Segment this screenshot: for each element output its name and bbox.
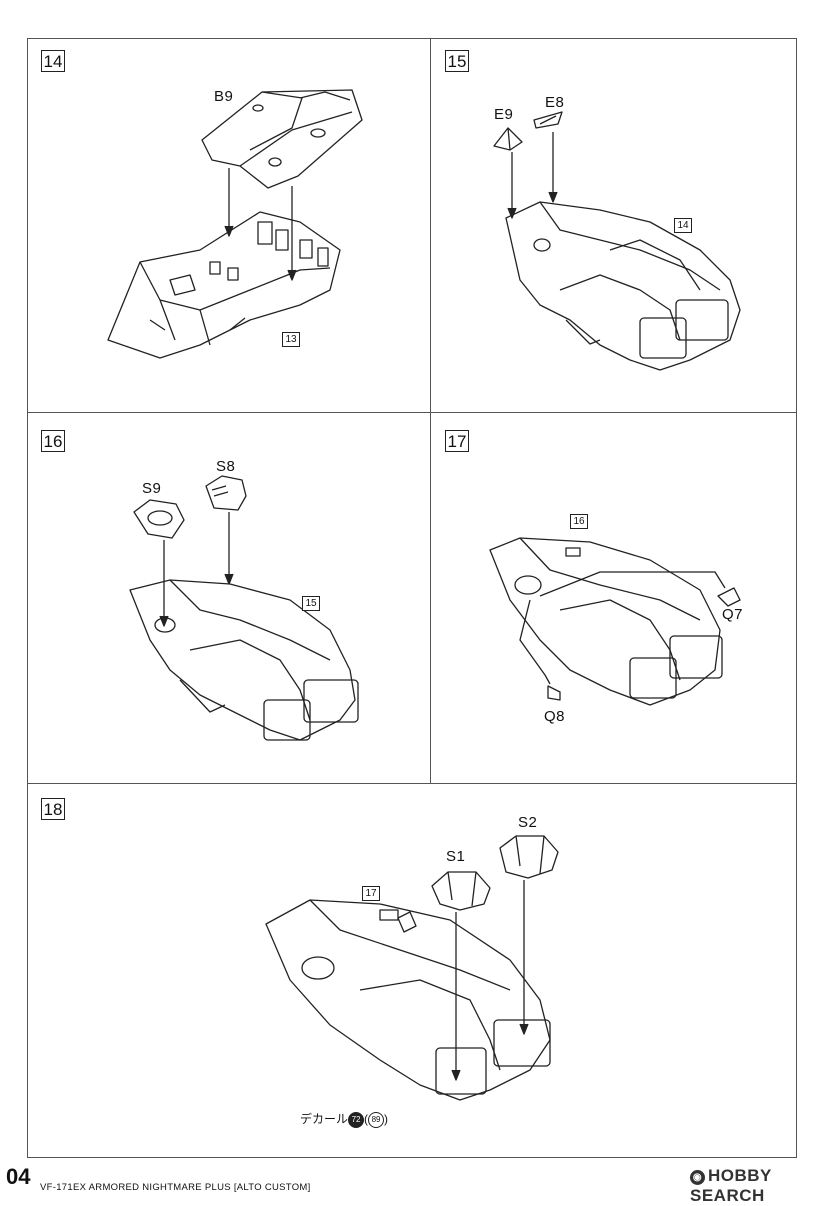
fuselage-step17-drawing bbox=[489, 537, 741, 706]
part-label-e8: E8 bbox=[545, 94, 565, 111]
ref-step-14: 14 bbox=[674, 218, 692, 233]
panel-divider-top bbox=[430, 38, 431, 783]
ref-step-16: 16 bbox=[570, 514, 588, 529]
decal-number-b: 89 bbox=[368, 1112, 385, 1128]
ref-step-17: 17 bbox=[362, 886, 380, 901]
watermark: ◉HOBBY SEARCH bbox=[690, 1166, 825, 1206]
ref-step-13: 13 bbox=[282, 332, 300, 347]
decal-number-a: 72 bbox=[348, 1112, 365, 1128]
decal-label: デカール bbox=[300, 1112, 349, 1126]
ref-step-15: 15 bbox=[302, 596, 320, 611]
part-label-s1: S1 bbox=[446, 848, 466, 865]
kit-title: VF-171EX ARMORED NIGHTMARE PLUS [ALTO CU… bbox=[40, 1182, 311, 1193]
step-number-16: 16 bbox=[41, 430, 65, 452]
fuselage-step16-drawing bbox=[129, 579, 359, 741]
part-label-s8: S8 bbox=[216, 458, 236, 475]
part-label-s2: S2 bbox=[518, 814, 538, 831]
fuselage-step18-drawing bbox=[265, 899, 551, 1101]
part-label-b9: B9 bbox=[214, 88, 234, 105]
parts-s1-s2-drawing bbox=[431, 835, 559, 1081]
step-number-18: 18 bbox=[41, 798, 65, 820]
fuselage-step15-drawing bbox=[505, 201, 741, 371]
part-label-e9: E9 bbox=[494, 106, 514, 123]
parts-e9-e8-drawing bbox=[493, 111, 563, 219]
hobby-search-logo-icon: ◉ bbox=[690, 1170, 705, 1185]
step-number-14: 14 bbox=[41, 50, 65, 72]
panel-frame-18 bbox=[27, 783, 797, 1158]
part-label-s9: S9 bbox=[142, 480, 162, 497]
part-label-q7: Q7 bbox=[722, 606, 744, 623]
arrows-step14 bbox=[224, 168, 297, 281]
step-number-15: 15 bbox=[445, 50, 469, 72]
parts-s9-s8-drawing bbox=[133, 475, 247, 627]
page-number: 04 bbox=[6, 1164, 31, 1189]
part-label-q8: Q8 bbox=[544, 708, 566, 725]
step-number-17: 17 bbox=[445, 430, 469, 452]
part-b9-drawing bbox=[201, 89, 363, 189]
fuselage-step14-drawing bbox=[107, 211, 341, 359]
